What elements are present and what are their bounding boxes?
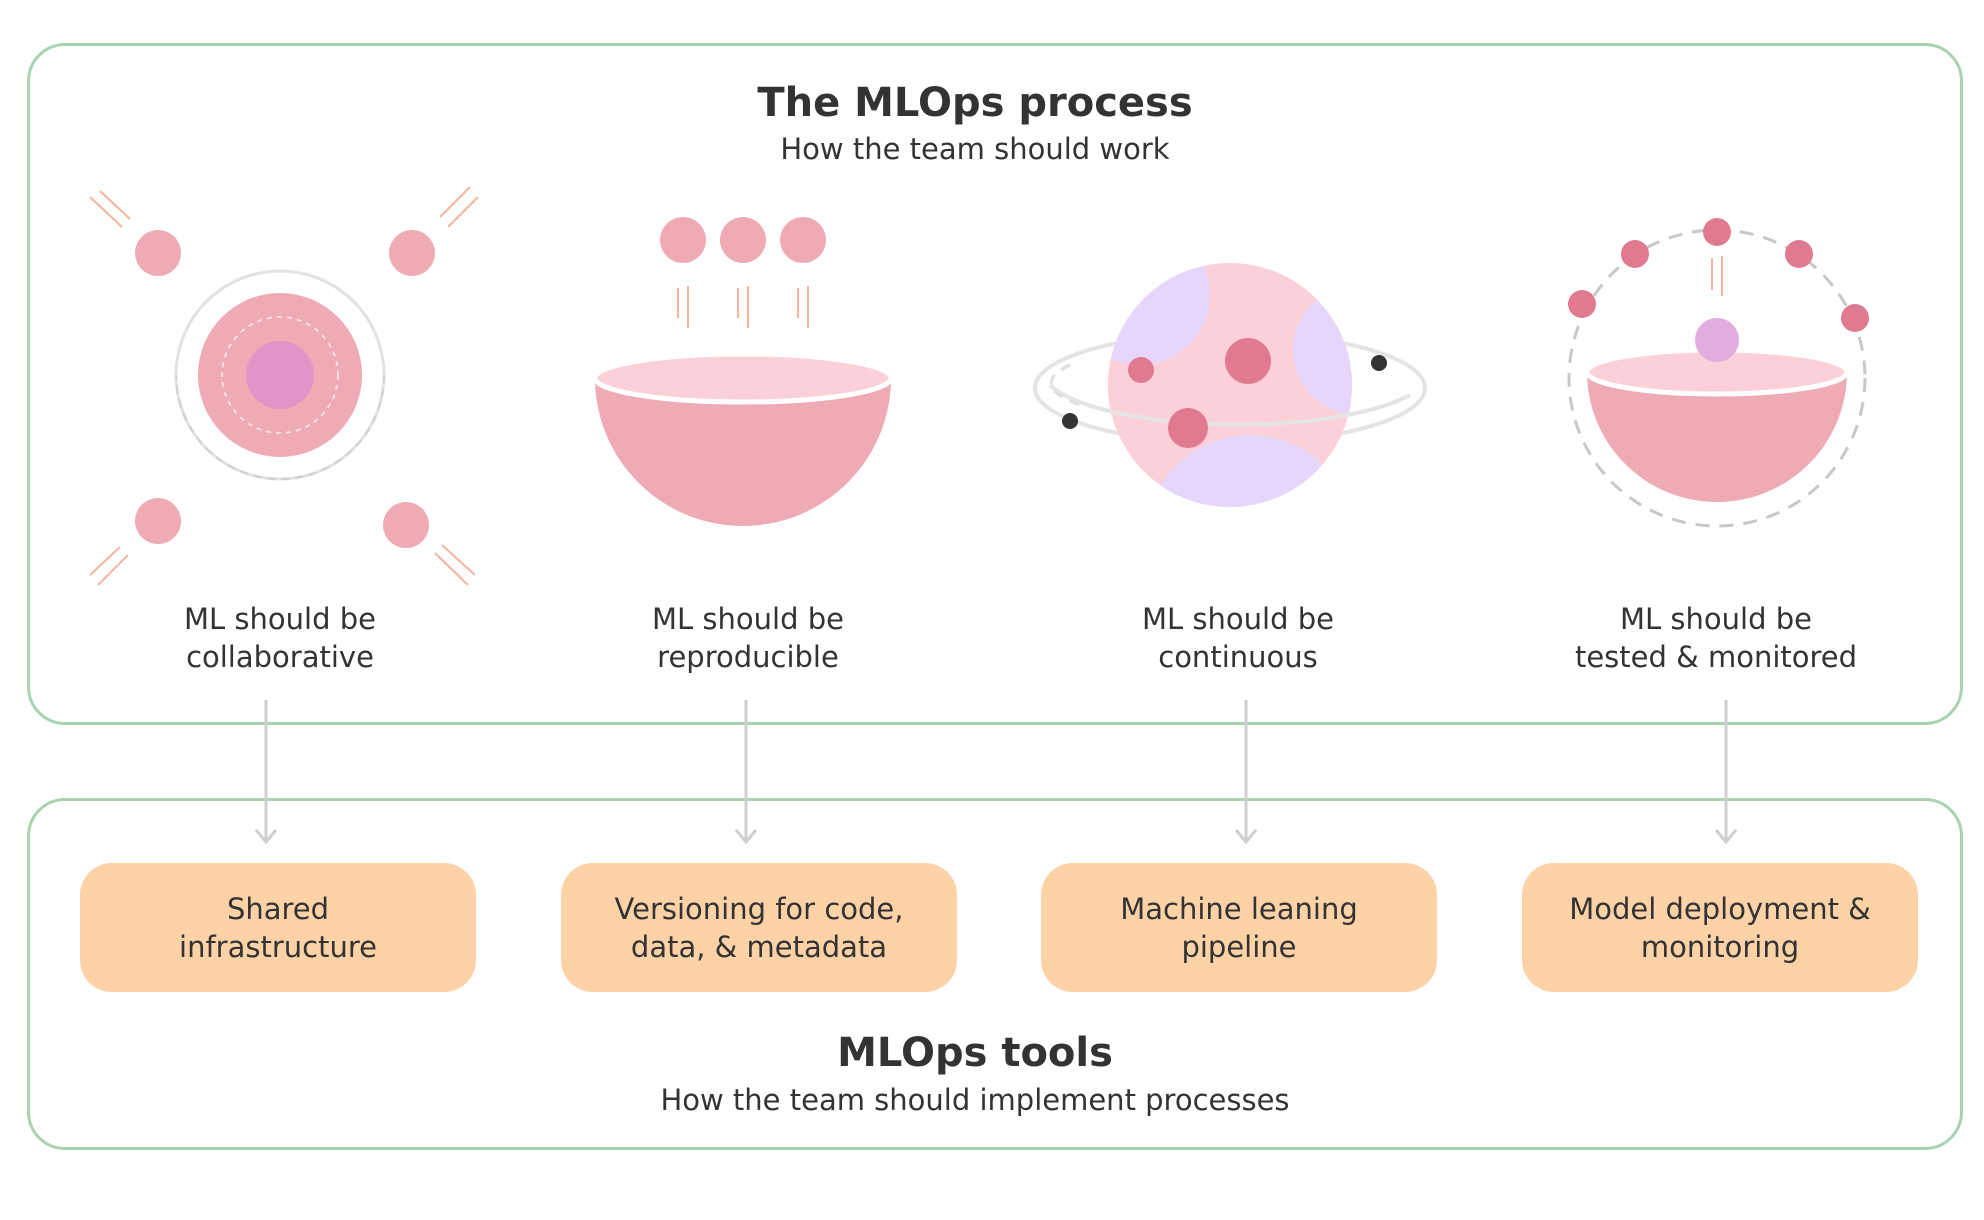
bowl-icon bbox=[1587, 372, 1847, 502]
tool-line2: data, & metadata bbox=[630, 929, 888, 964]
pink-dot-icon bbox=[135, 498, 181, 544]
principle-line2: reproducible bbox=[657, 640, 839, 674]
process-subtitle: How the team should work bbox=[780, 132, 1170, 166]
principle-tested-monitored: ML should be tested & monitored bbox=[1516, 600, 1916, 676]
monitoring-illustration bbox=[1567, 218, 1869, 528]
tools-title: MLOps tools bbox=[837, 1030, 1113, 1076]
principle-reproducible: ML should be reproducible bbox=[548, 600, 948, 676]
tool-model-deployment: Model deployment & monitoring bbox=[1522, 863, 1918, 992]
pink-dot-icon bbox=[720, 217, 766, 263]
crater-icon bbox=[1128, 357, 1154, 383]
principle-line2: collaborative bbox=[186, 640, 374, 674]
satellite-dot-icon bbox=[1371, 355, 1387, 371]
tools-subtitle: How the team should implement processes bbox=[660, 1083, 1290, 1117]
inner-core-icon bbox=[246, 341, 314, 409]
pink-dot-icon bbox=[780, 217, 826, 263]
pink-dot-icon bbox=[1621, 240, 1649, 268]
principle-line1: ML should be bbox=[184, 602, 376, 636]
pink-dot-icon bbox=[1703, 218, 1731, 246]
tool-line1: Machine leaning bbox=[1120, 891, 1358, 926]
monitored-ball-icon bbox=[1695, 318, 1739, 362]
pink-dot-icon bbox=[135, 230, 181, 276]
continuous-illustration bbox=[1033, 263, 1427, 507]
process-title: The MLOps process bbox=[757, 80, 1193, 126]
tool-shared-infrastructure: Shared infrastructure bbox=[80, 863, 476, 992]
crater-icon bbox=[1225, 338, 1271, 384]
collaboration-illustration bbox=[89, 186, 479, 586]
bowl-icon bbox=[595, 378, 891, 526]
principle-line1: ML should be bbox=[652, 602, 844, 636]
tool-line2: infrastructure bbox=[179, 929, 377, 964]
pink-dot-icon bbox=[383, 502, 429, 548]
pink-dot-icon bbox=[1785, 240, 1813, 268]
tool-ml-pipeline: Machine leaning pipeline bbox=[1041, 863, 1437, 992]
principle-line2: continuous bbox=[1158, 640, 1318, 674]
principle-collaborative: ML should be collaborative bbox=[80, 600, 480, 676]
satellite-dot-icon bbox=[1062, 413, 1078, 429]
principle-line1: ML should be bbox=[1620, 602, 1812, 636]
drop-lines-icon bbox=[677, 286, 809, 328]
pink-dot-icon bbox=[1841, 304, 1869, 332]
sparkle-lines-icon bbox=[89, 186, 479, 586]
principle-line1: ML should be bbox=[1142, 602, 1334, 636]
tool-line2: pipeline bbox=[1181, 929, 1297, 964]
tool-line1: Shared bbox=[226, 891, 330, 926]
tool-versioning: Versioning for code, data, & metadata bbox=[561, 863, 957, 992]
tool-line2: monitoring bbox=[1640, 929, 1800, 964]
principle-continuous: ML should be continuous bbox=[1038, 600, 1438, 676]
tools-panel bbox=[27, 798, 1963, 1150]
crater-icon bbox=[1168, 408, 1208, 448]
tool-line1: Model deployment & bbox=[1569, 891, 1871, 926]
reproducible-illustration bbox=[592, 217, 894, 526]
process-panel bbox=[27, 43, 1963, 725]
principle-line2: tested & monitored bbox=[1574, 640, 1858, 674]
pink-dot-icon bbox=[389, 230, 435, 276]
tool-line1: Versioning for code, bbox=[614, 891, 904, 926]
pink-dot-icon bbox=[1568, 290, 1596, 318]
pink-dot-icon bbox=[660, 217, 706, 263]
